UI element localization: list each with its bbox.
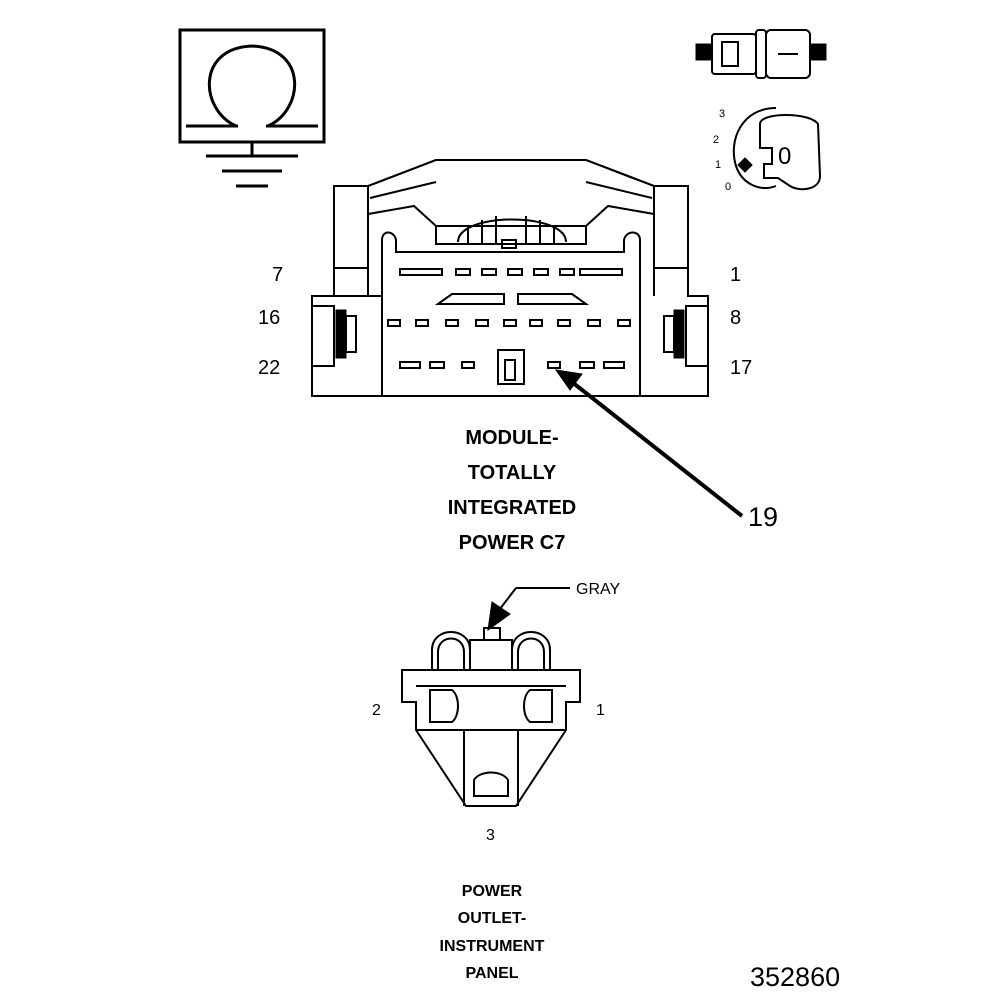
c7-connector-title: MODULE- TOTALLY INTEGRATED POWER C7 xyxy=(448,427,577,554)
c7-pin-label-7: 7 xyxy=(272,264,283,286)
ignition-key-label: 0 xyxy=(778,143,791,170)
ignition-pos-0: 0 xyxy=(725,181,731,193)
outlet-title-line-3: INSTRUMENT xyxy=(440,938,545,955)
ignition-pos-1: 1 xyxy=(715,159,721,171)
c7-pin-label-16: 16 xyxy=(258,307,280,329)
figure-number: 352860 xyxy=(750,962,840,992)
ignition-pos-2: 2 xyxy=(713,134,719,146)
outlet-title-line-4: PANEL xyxy=(465,965,518,982)
pin-19-callout-arrow xyxy=(554,369,744,518)
c7-pin-label-17: 17 xyxy=(730,357,752,379)
c7-connector-body xyxy=(311,159,709,397)
outlet-title-line-2: OUTLET- xyxy=(458,910,526,927)
gray-callout-leader xyxy=(487,587,570,632)
pin-19-callout-label: 19 xyxy=(748,502,778,532)
c7-title-line-4: POWER C7 xyxy=(459,532,566,554)
c7-pin-label-8: 8 xyxy=(730,307,741,329)
outlet-connector-title: POWER OUTLET- INSTRUMENT PANEL xyxy=(440,883,545,982)
c7-title-line-2: TOTALLY xyxy=(468,462,557,484)
outlet-color-callout: GRAY xyxy=(576,581,620,598)
outlet-connector-body xyxy=(401,627,581,807)
outlet-pin-label-1: 1 xyxy=(596,702,605,719)
ignition-pos-3: 3 xyxy=(719,108,725,120)
c7-title-line-3: INTEGRATED xyxy=(448,497,577,519)
c7-title-line-1: MODULE- xyxy=(465,427,558,449)
c7-pin-label-22: 22 xyxy=(258,357,280,379)
outlet-pin-label-2: 2 xyxy=(372,702,381,719)
ohm-ground-icon xyxy=(178,28,326,188)
outlet-title-line-1: POWER xyxy=(462,883,523,900)
outlet-pin-label-3: 3 xyxy=(486,827,495,844)
c7-pin-label-1: 1 xyxy=(730,264,741,286)
inline-fuse-icon xyxy=(695,29,827,79)
ignition-key-icon: 3 2 1 0 0 xyxy=(713,107,822,193)
